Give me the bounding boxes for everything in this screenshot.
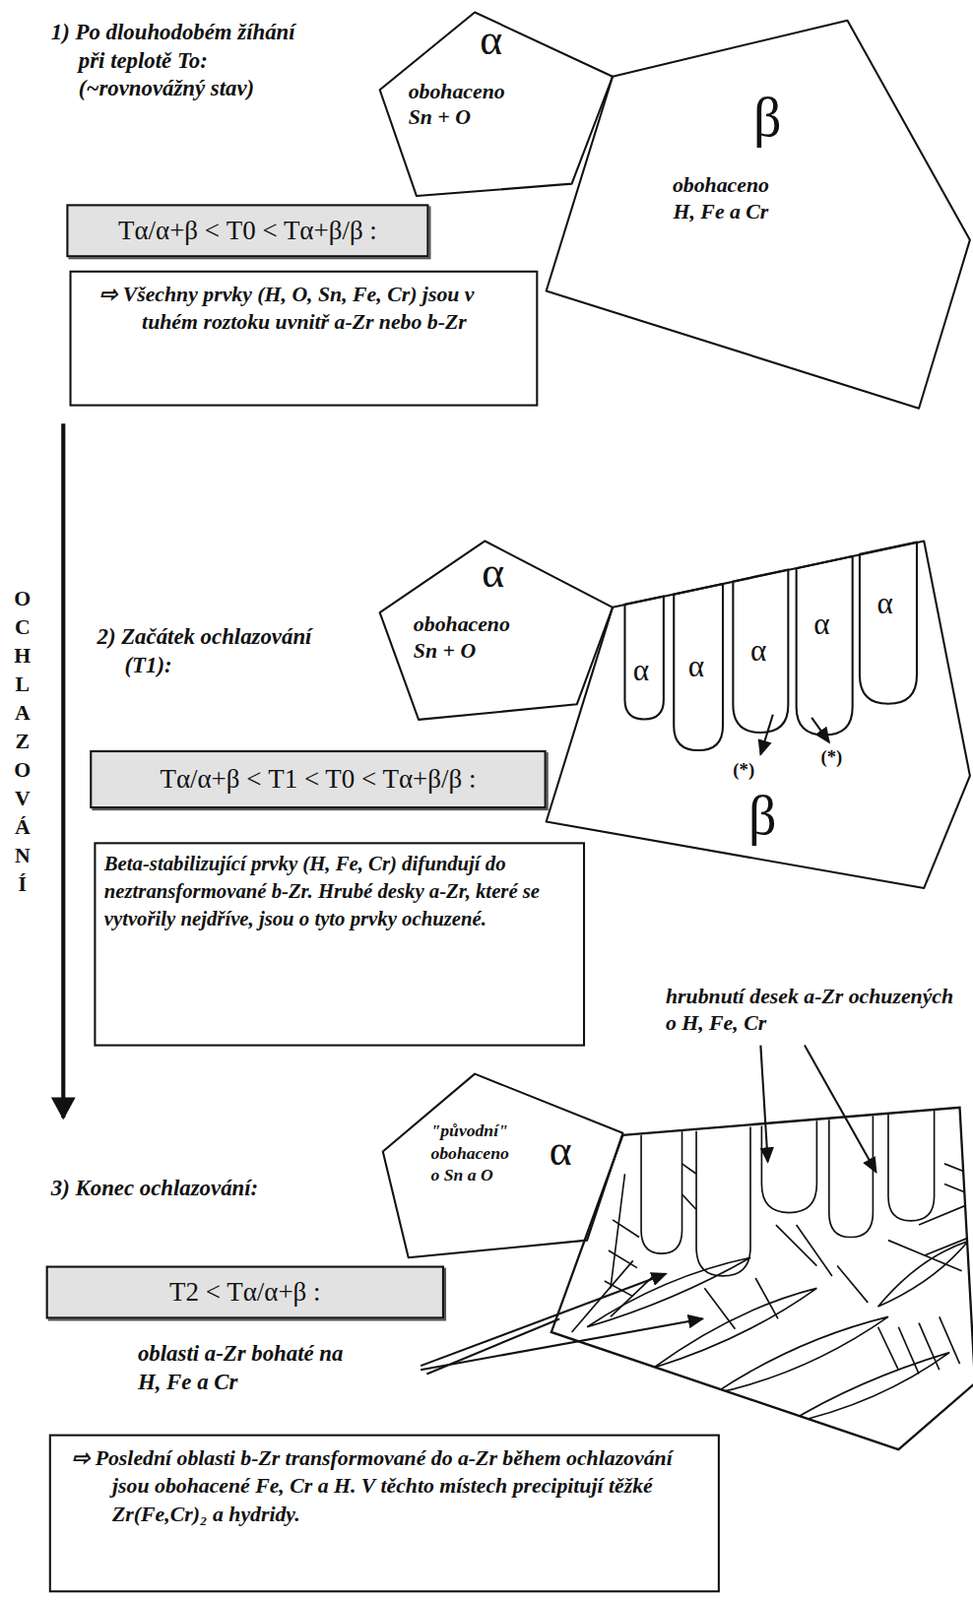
temperature-condition: T2 < Tα/α+β : (169, 1277, 321, 1308)
outline-path (859, 542, 917, 705)
phase-symbol: α (479, 16, 520, 65)
phase-symbol: α (549, 1127, 586, 1175)
text-holder: "původní" obohaceno o Sn a O (430, 1119, 519, 1188)
phase-symbol: β (748, 785, 810, 847)
grain-note: obohaceno Sn + O (408, 77, 521, 131)
callout-label: hrubnutí desek a-Zr ochuzených o H, Fe, … (665, 982, 963, 1037)
note-box: ⇨ Poslední oblasti b-Zr transformované d… (49, 1434, 720, 1594)
note-text: ⇨ Poslední oblasti b-Zr transformované d… (71, 1444, 709, 1529)
alpha-plate: α (624, 596, 663, 720)
text-holder: α (633, 652, 658, 687)
leader-arrow (760, 1045, 768, 1163)
outline-path (546, 540, 971, 888)
alpha-plate: α (673, 583, 723, 751)
note-text: ⇨ Všechny prvky (H, O, Sn, Fe, Cr) jsou … (99, 280, 526, 337)
lamellae (572, 1110, 971, 1425)
alpha-plate: α (859, 542, 917, 705)
callout-label: oblasti a-Zr bohaté na H, Fe a Cr (137, 1339, 348, 1396)
alpha-grain: α "původní" obohaceno o Sn a O (383, 1074, 624, 1259)
marker-label: (*) (732, 759, 774, 781)
diffusion-arrow (811, 717, 830, 743)
note-box: Beta-stabilizující prvky (H, Fe, Cr) dif… (93, 842, 585, 1046)
note-text: Beta-stabilizující prvky (H, Fe, Cr) dif… (104, 850, 576, 934)
phase-symbol: α (877, 585, 903, 620)
text-holder: β (748, 785, 810, 847)
text-holder: α (481, 549, 522, 597)
temperature-condition: Tα/α+β < T0 < Tα+β/β : (118, 215, 378, 247)
leader-line (426, 1318, 560, 1374)
alpha-plate: α (732, 570, 788, 734)
alpha-grain: α obohaceno Sn + O (380, 540, 613, 719)
grain-note: obohaceno Sn + O (413, 610, 526, 664)
phase-symbol: α (750, 633, 776, 667)
temperature-box: Tα/α+β < T0 < Tα+β/β : (65, 203, 429, 258)
temperature-box: Tα/α+β < T1 < T0 < Tα+β/β : (89, 750, 546, 809)
temperature-condition: Tα/α+β < T1 < T0 < Tα+β/β : (159, 764, 476, 795)
alpha-grain: α obohaceno Sn + O (380, 11, 613, 196)
temperature-box: T2 < Tα/α+β : (46, 1266, 445, 1320)
outline-path (796, 556, 853, 736)
text-holder: α (479, 16, 520, 65)
grain-note: "původní" obohaceno o Sn a O (430, 1119, 519, 1188)
phase-symbol: α (633, 652, 658, 687)
stage-heading: 1) Po dlouhodobém žíhání při teplotě To:… (51, 18, 309, 104)
leader-arrow (420, 1274, 666, 1366)
outline-path (546, 20, 971, 409)
outline-path (380, 540, 613, 719)
alpha-plate: α (796, 556, 853, 736)
outline-path (624, 596, 663, 720)
outline-path (673, 583, 723, 751)
phase-symbol: α (688, 648, 714, 683)
outline-path (383, 1074, 624, 1259)
text-holder: α (750, 633, 776, 667)
grain-outline (796, 556, 853, 736)
text-holder: α (877, 585, 903, 620)
grain-outline (383, 1074, 624, 1259)
beta-grain: β obohaceno H, Fe a Cr (546, 20, 971, 409)
phase-symbol: α (481, 549, 522, 597)
cooling-arrow (61, 423, 65, 1118)
axis-label: OCHLAZOVÁNÍ (10, 583, 34, 899)
text-holder: α (688, 648, 714, 683)
diffusion-arrow (760, 714, 773, 755)
text-holder: α (549, 1127, 586, 1175)
phase-symbol: α (813, 606, 839, 641)
outline-path (380, 11, 613, 196)
beta-grain: βααααα (546, 540, 971, 888)
grain-note: obohaceno H, Fe a Cr (660, 171, 781, 225)
stage-heading: 2) Začátek ochlazování (T1): (96, 622, 339, 679)
text-holder: obohaceno Sn + O (408, 77, 521, 131)
text-holder: obohaceno H, Fe a Cr (660, 171, 781, 225)
outline-path (732, 570, 788, 734)
grain-outline (859, 542, 917, 705)
text-holder: β (753, 87, 815, 149)
marker-label: (*) (821, 747, 862, 770)
leader-arrow (420, 1318, 703, 1370)
stage-heading: 3) Konec ochlazování: (51, 1173, 379, 1203)
note-box: ⇨ Všechny prvky (H, O, Sn, Fe, Cr) jsou … (68, 270, 538, 407)
phase-symbol: β (753, 87, 815, 149)
text-holder: α (813, 606, 839, 641)
text-holder: obohaceno Sn + O (413, 610, 526, 664)
leader-arrow (804, 1045, 877, 1173)
